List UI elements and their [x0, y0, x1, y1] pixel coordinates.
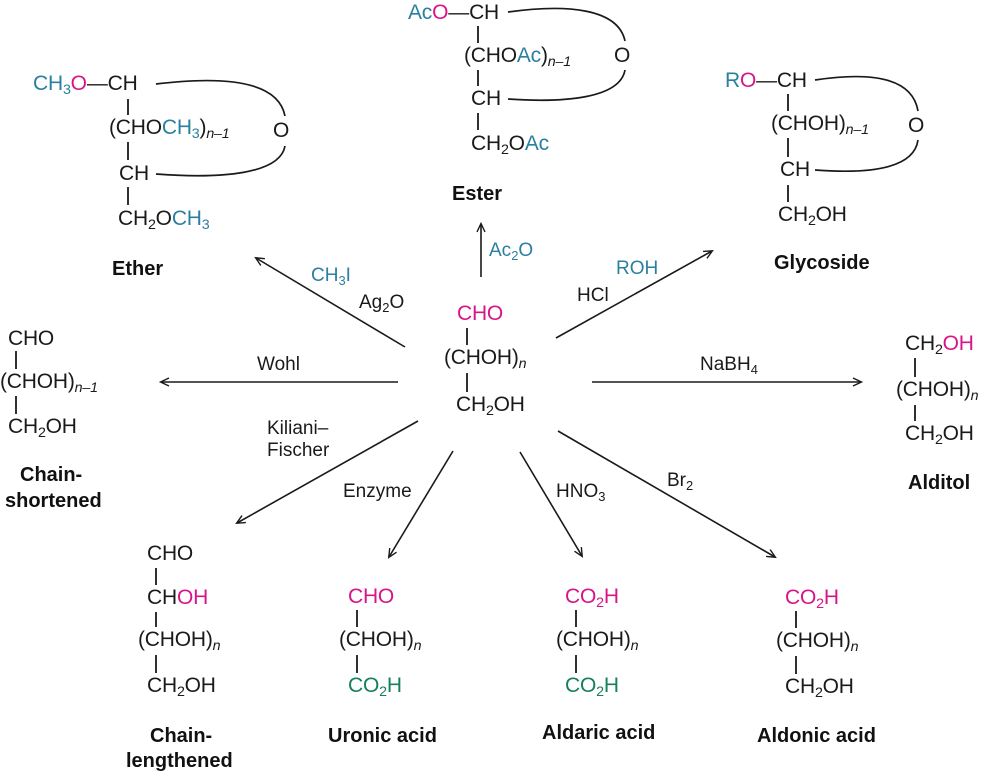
ether-ring-oxygen: O: [273, 119, 290, 142]
aldose-cho: CHO: [457, 302, 504, 325]
reagent-wohl: Wohl: [257, 354, 300, 375]
ether-line-2: (CHOCH3)n–1: [109, 116, 230, 142]
reaction-arrows: [161, 224, 861, 557]
alditol-line-1: CH2OH: [905, 332, 974, 358]
glycoside-label: Glycoside: [774, 252, 870, 274]
chain-shortened-line-3: CH2OH: [8, 415, 77, 441]
arrow-to-ether: [256, 258, 406, 348]
aldonic-acid-label: Aldonic acid: [757, 725, 876, 747]
alditol-line-2: (CHOH)n: [896, 378, 979, 404]
aldaric-acid-label: Aldaric acid: [542, 722, 656, 744]
ring-bond-curves: [155, 7, 919, 177]
ether-line-4: CH2OCH3: [118, 207, 210, 233]
ester-line-1: AcO—CH: [408, 1, 499, 24]
glycoside-line-1: RO—CH: [725, 69, 807, 92]
chain-shortened-line-1: CHO: [8, 327, 55, 350]
aldonic-line-1: CO2H: [785, 586, 839, 612]
glycoside-line-4: CH2OH: [778, 203, 847, 229]
chain-lengthened-line-1: CHO: [147, 542, 194, 565]
glycoside-ring-oxygen: O: [908, 114, 925, 137]
ester-line-4: CH2OAc: [471, 132, 549, 158]
reagent-roh: ROH: [616, 258, 659, 279]
arrow-to-uronic-acid: [389, 450, 454, 557]
alditol-label: Alditol: [908, 472, 971, 494]
aldonic-line-3: CH2OH: [785, 675, 854, 701]
uronic-acid-label: Uronic acid: [328, 725, 437, 747]
chain-lengthened-line-2: CHOH: [147, 586, 209, 609]
uronic-line-2: (CHOH)n: [339, 628, 422, 654]
reagent-hcl: HCl: [577, 285, 609, 306]
aldose-chohn: (CHOH)n: [444, 346, 527, 372]
aldose-ch2oh: CH2OH: [456, 393, 525, 419]
arrow-to-aldaric-acid: [519, 451, 582, 556]
ester-line-2: (CHOAc)n–1: [464, 44, 571, 70]
chain-lengthened-line-3: (CHOH)n: [138, 628, 221, 654]
reagent-hno3: HNO3: [556, 481, 606, 504]
reagent-br2: Br2: [667, 470, 694, 493]
glycoside-line-3: CH: [780, 158, 810, 181]
arrow-to-aldonic-acid: [557, 430, 775, 557]
aldaric-line-3: CO2H: [565, 674, 619, 700]
aldonic-line-2: (CHOH)n: [776, 629, 859, 655]
alditol-line-3: CH2OH: [905, 422, 974, 448]
chain-shortened-line-2: (CHOH)n–1: [0, 370, 98, 396]
arrow-to-glycoside: [555, 251, 712, 339]
reagent-kiliani-fischer-line-1: Kiliani–: [267, 418, 329, 439]
reagent-ac2o: Ac2O: [489, 240, 534, 263]
bond-lines: [15, 26, 916, 674]
glycoside-line-2: (CHOH)n–1: [771, 112, 869, 138]
ester-line-3: CH: [471, 87, 501, 110]
chain-shortened-label-1: Chain-: [20, 464, 83, 486]
chain-shortened-label-2: shortened: [5, 490, 102, 512]
aldaric-line-1: CO2H: [565, 585, 619, 611]
aldaric-line-2: (CHOH)n: [556, 628, 639, 654]
reagent-nabh4: NaBH4: [700, 354, 758, 377]
uronic-line-3: CO2H: [348, 674, 402, 700]
ester-ring-oxygen: O: [614, 44, 631, 67]
ether-line-1: CH3O—CH: [33, 72, 138, 98]
ester-label: Ester: [452, 183, 503, 205]
ether-label: Ether: [112, 258, 164, 280]
ether-line-3: CH: [119, 162, 149, 185]
reagent-ch3i: CH3I: [311, 265, 351, 288]
chain-lengthened-label-2: lengthened: [126, 750, 233, 772]
reagent-ag2o: Ag2O: [359, 292, 405, 315]
reagent-kiliani-fischer-line-2: Fischer: [267, 440, 330, 461]
reagent-enzyme: Enzyme: [343, 481, 412, 502]
uronic-line-1: CHO: [348, 585, 395, 608]
arrow-to-chain-lengthened: [237, 420, 419, 523]
chain-lengthened-label-1: Chain-: [150, 725, 213, 747]
chain-lengthened-line-4: CH2OH: [147, 674, 216, 700]
